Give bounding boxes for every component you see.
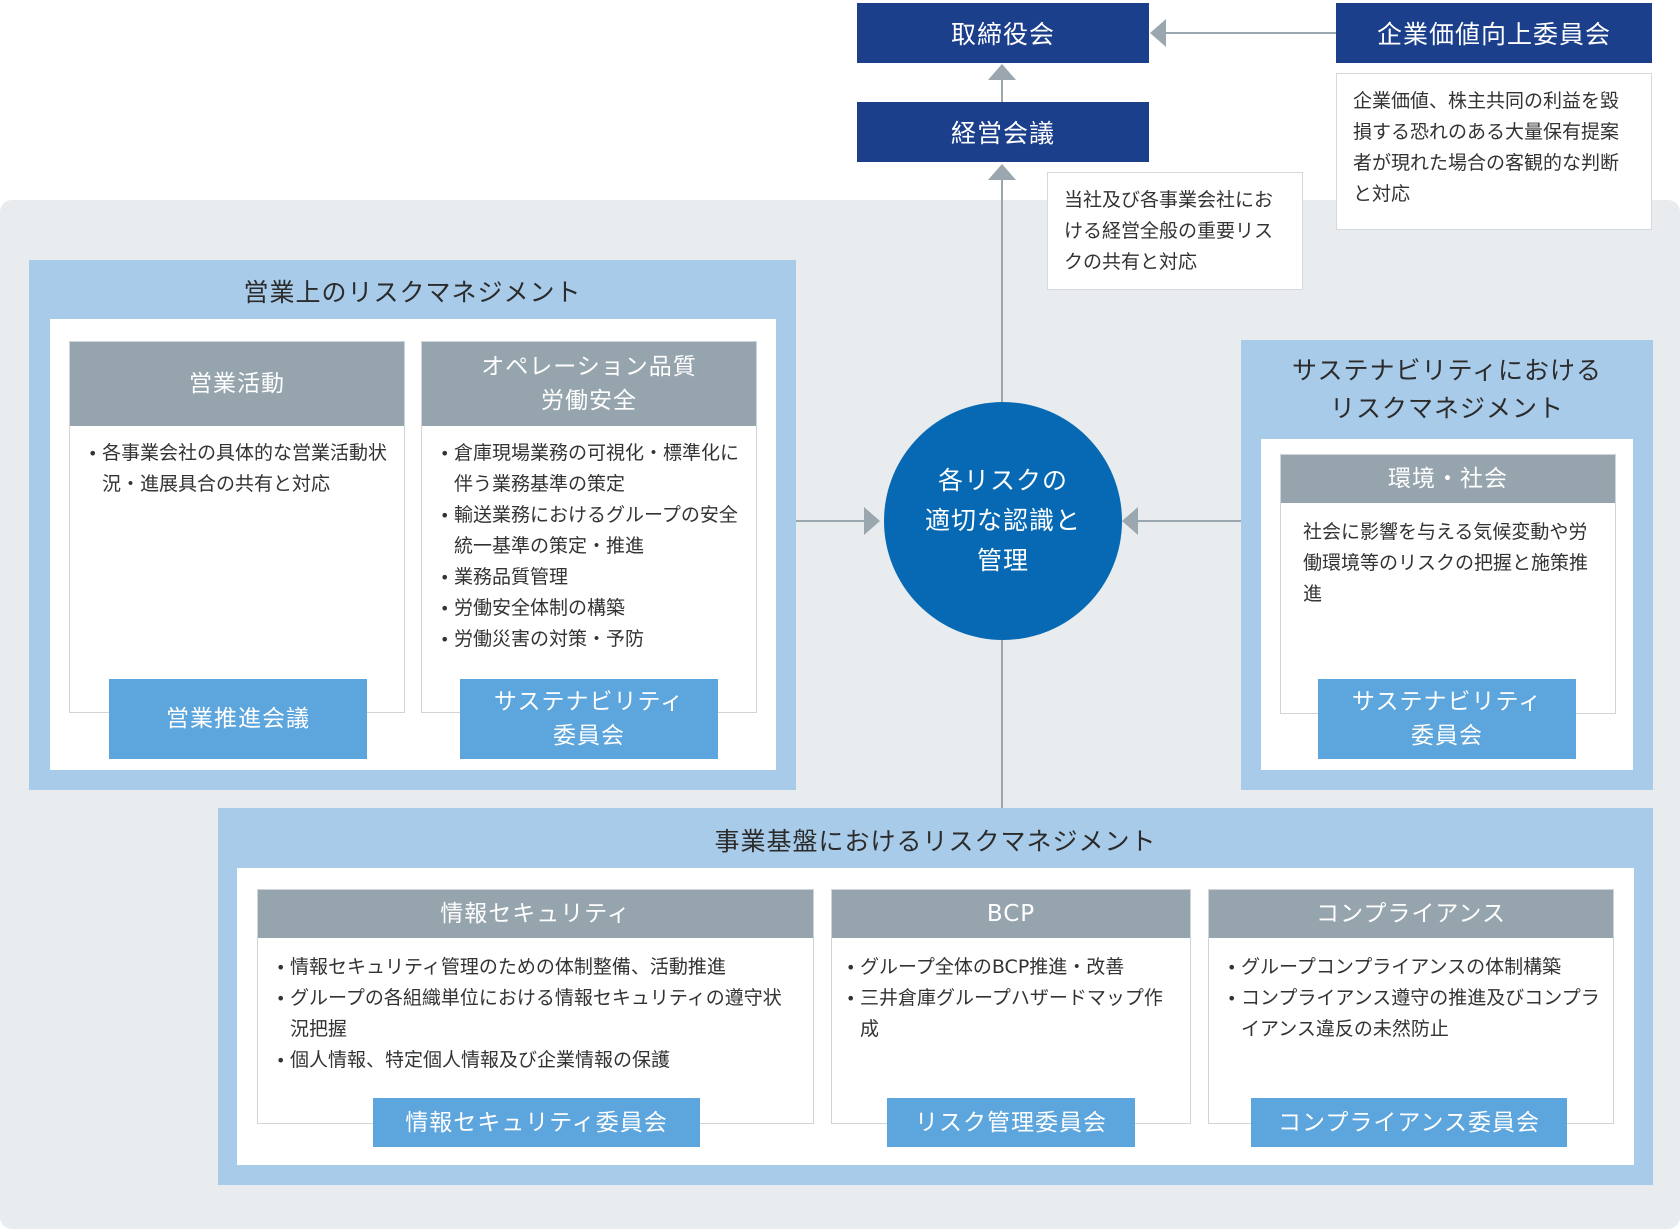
operations-category-body: 倉庫現場業務の可視化・標準化に伴う業務基準の策定輸送業務におけるグループの安全統…: [422, 426, 756, 655]
list-item: 個人情報、特定個人情報及び企業情報の保護: [276, 1045, 797, 1076]
arrow-left-icon: [1150, 19, 1166, 47]
list-item: グループコンプライアンスの体制構築: [1227, 952, 1601, 983]
environment-category-body: 社会に影響を与える気候変動や労働環境等のリスクの把握と施策推進: [1303, 521, 1589, 605]
environment-sustainability-committee: サステナビリティ 委員会: [1318, 679, 1576, 759]
center-risk-circle: 各リスクの 適切な認識と 管理: [884, 402, 1122, 640]
list-item: 倉庫現場業務の可視化・標準化に伴う業務基準の策定: [440, 438, 742, 500]
connector-board-meeting: [1001, 72, 1003, 102]
operations-sustainability-committee: サステナビリティ 委員会: [460, 679, 718, 759]
sustainability-risk-group: サステナビリティにおける リスクマネジメント 環境・社会 社会に影響を与える気候…: [1241, 340, 1653, 790]
list-item: グループ全体のBCP推進・改善: [846, 952, 1178, 983]
management-meeting-note: 当社及び各事業会社における経営全般の重要リスクの共有と対応: [1047, 172, 1303, 290]
environment-category: 環境・社会 社会に影響を与える気候変動や労働環境等のリスクの把握と施策推進: [1280, 454, 1616, 714]
list-item: コンプライアンス遵守の推進及びコンプライアンス違反の未然防止: [1227, 983, 1601, 1045]
arrow-left-icon: [1122, 507, 1138, 535]
compliance-category-body: グループコンプライアンスの体制構築コンプライアンス遵守の推進及びコンプライアンス…: [1209, 938, 1613, 1045]
compliance-committee: コンプライアンス委員会: [1251, 1098, 1567, 1147]
list-item: グループの各組織単位における情報セキュリティの遵守状況把握: [276, 983, 797, 1045]
bcp-category: BCP グループ全体のBCP推進・改善三井倉庫グループハザードマップ作成: [831, 889, 1191, 1124]
list-item: 労働災害の対策・予防: [440, 624, 742, 655]
value-committee-box: 企業価値向上委員会: [1336, 3, 1652, 63]
infosec-category: 情報セキュリティ 情報セキュリティ管理のための体制整備、活動推進グループの各組織…: [257, 889, 814, 1124]
business-risk-title: 営業上のリスクマネジメント: [243, 278, 582, 307]
management-meeting-box: 経営会議: [857, 102, 1149, 162]
foundation-risk-inner: 情報セキュリティ 情報セキュリティ管理のための体制整備、活動推進グループの各組織…: [237, 868, 1634, 1165]
environment-category-head: 環境・社会: [1281, 455, 1615, 503]
list-item: 各事業会社の具体的な営業活動状況・進展具合の共有と対応: [88, 438, 388, 500]
arrow-up-icon: [988, 64, 1016, 80]
list-item: 労働安全体制の構築: [440, 593, 742, 624]
arrow-up-icon: [988, 164, 1016, 180]
sales-category: 営業活動 各事業会社の具体的な営業活動状況・進展具合の共有と対応: [69, 341, 405, 713]
sustainability-risk-inner: 環境・社会 社会に影響を与える気候変動や労働環境等のリスクの把握と施策推進 サス…: [1261, 439, 1633, 770]
value-committee-note: 企業価値、株主共同の利益を毀損する恐れのある大量保有提案者が現れた場合の客観的な…: [1336, 73, 1652, 230]
board-of-directors-box: 取締役会: [857, 3, 1149, 63]
operations-category: オペレーション品質 労働安全 倉庫現場業務の可視化・標準化に伴う業務基準の策定輸…: [421, 341, 757, 713]
list-item: 三井倉庫グループハザードマップ作成: [846, 983, 1178, 1045]
infosec-category-head: 情報セキュリティ: [258, 890, 813, 938]
connector-value-committee: [1162, 32, 1336, 34]
bcp-category-head: BCP: [832, 890, 1190, 938]
list-item: 輸送業務におけるグループの安全統一基準の策定・推進: [440, 500, 742, 562]
connector-right-group: [1135, 520, 1241, 522]
compliance-category: コンプライアンス グループコンプライアンスの体制構築コンプライアンス遵守の推進及…: [1208, 889, 1614, 1124]
foundation-risk-group: 事業基盤におけるリスクマネジメント 情報セキュリティ 情報セキュリティ管理のため…: [218, 808, 1653, 1185]
operations-category-head: オペレーション品質 労働安全: [422, 342, 756, 426]
connector-left-group: [796, 520, 868, 522]
infosec-category-body: 情報セキュリティ管理のための体制整備、活動推進グループの各組織単位における情報セ…: [258, 938, 813, 1076]
foundation-risk-title: 事業基盤におけるリスクマネジメント: [714, 827, 1157, 856]
sustainability-risk-title: サステナビリティにおける リスクマネジメント: [1291, 356, 1602, 423]
arrow-right-icon: [864, 507, 880, 535]
business-risk-inner: 営業活動 各事業会社の具体的な営業活動状況・進展具合の共有と対応 営業推進会議 …: [50, 319, 776, 770]
bcp-category-body: グループ全体のBCP推進・改善三井倉庫グループハザードマップ作成: [832, 938, 1190, 1045]
risk-management-committee: リスク管理委員会: [887, 1098, 1135, 1147]
sales-category-body: 各事業会社の具体的な営業活動状況・進展具合の共有と対応: [70, 426, 404, 500]
business-risk-group: 営業上のリスクマネジメント 営業活動 各事業会社の具体的な営業活動状況・進展具合…: [29, 260, 796, 790]
list-item: 情報セキュリティ管理のための体制整備、活動推進: [276, 952, 797, 983]
compliance-category-head: コンプライアンス: [1209, 890, 1613, 938]
infosec-committee: 情報セキュリティ委員会: [373, 1098, 700, 1147]
list-item: 業務品質管理: [440, 562, 742, 593]
sales-category-head: 営業活動: [70, 342, 404, 426]
sales-promotion-meeting: 営業推進会議: [109, 679, 367, 759]
